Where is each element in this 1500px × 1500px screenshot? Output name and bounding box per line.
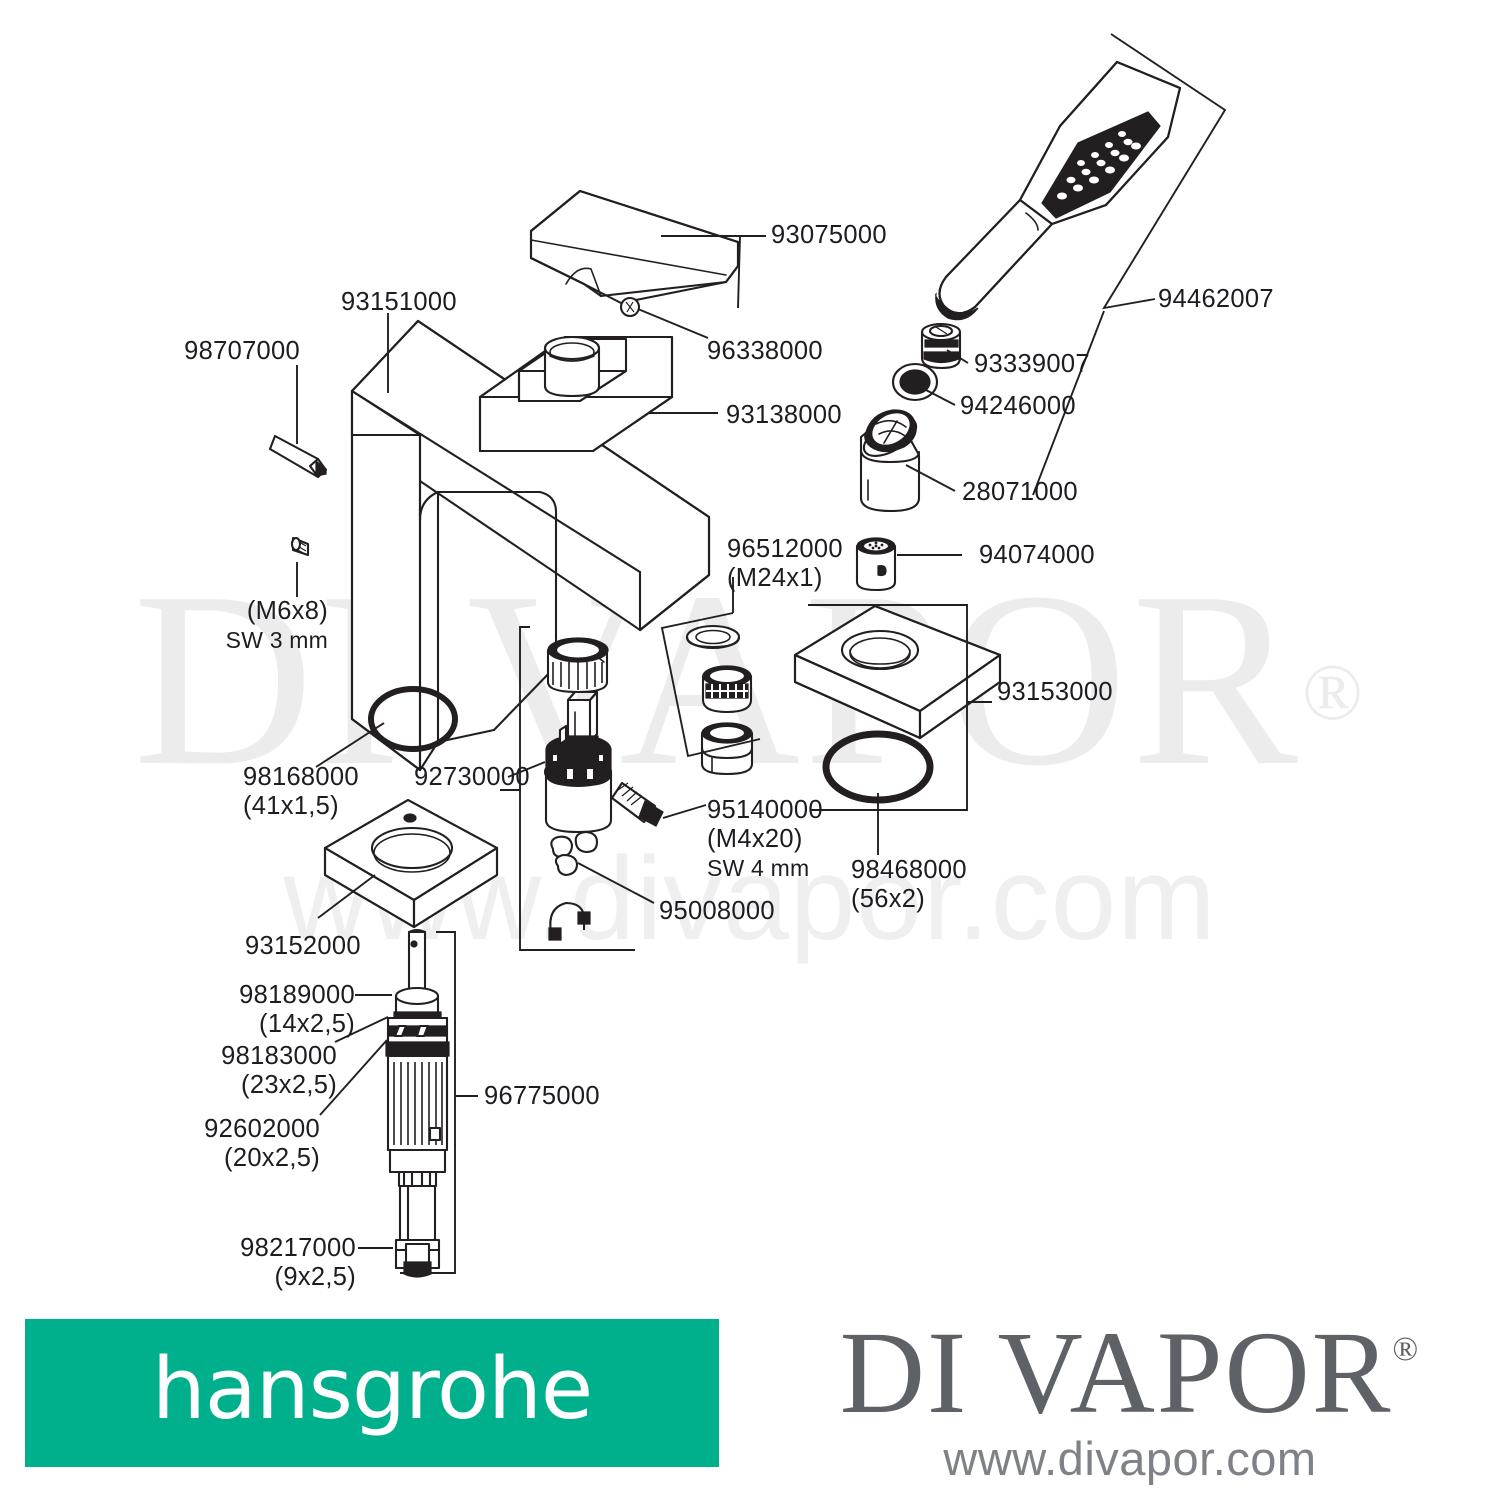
hansgrohe-wordmark: hansgrohe bbox=[151, 1339, 593, 1439]
part-94074000-filter bbox=[855, 537, 897, 592]
label-98468000: 98468000(56x2) bbox=[851, 856, 967, 913]
bracket-96775000 bbox=[400, 931, 456, 1274]
divapor-wordmark: DI VAPOR® bbox=[839, 1307, 1421, 1438]
label-93138000: 93138000 bbox=[726, 401, 842, 429]
leader-lines bbox=[296, 33, 1227, 1249]
label-98183000: 98183000(23x2,5) bbox=[221, 1042, 337, 1099]
divapor-url: www.divapor.com bbox=[943, 1431, 1317, 1485]
part-95008000-clips bbox=[548, 830, 599, 941]
label-95140000: 95140000(M4x20)SW 4 mm bbox=[707, 796, 823, 881]
part-93138000-escutcheon bbox=[478, 335, 674, 453]
label-98189000: 98189000(14x2,5) bbox=[239, 981, 355, 1038]
label-92730000: 92730000 bbox=[414, 763, 530, 791]
label-95008000: 95008000 bbox=[659, 897, 775, 925]
divapor-logo: DI VAPOR® www.divapor.com bbox=[760, 1311, 1500, 1486]
part-96775000-diverter bbox=[385, 928, 450, 1278]
part-95140000-screw bbox=[610, 781, 664, 827]
label-98707000: 98707000 bbox=[184, 337, 300, 365]
part-94246000-washer bbox=[891, 362, 939, 402]
label-96338000: 96338000 bbox=[707, 337, 823, 365]
label-94074000: 94074000 bbox=[979, 541, 1095, 569]
label-m6x8: (M6x8)SW 3 mm bbox=[225, 597, 328, 653]
part-93153000-cover-plate bbox=[793, 604, 1002, 740]
label-28071000: 28071000 bbox=[962, 478, 1078, 506]
part-94462007-hand-shower bbox=[935, 60, 1182, 321]
part-28071000-shower-elbow bbox=[859, 409, 921, 513]
label-98168000: 98168000(41x1,5) bbox=[243, 763, 359, 820]
part-m6x8-grub-screw bbox=[290, 536, 310, 557]
part-98168000-oring bbox=[368, 686, 458, 752]
bracket-92730000 bbox=[519, 626, 635, 951]
part-93339007-connector bbox=[920, 322, 962, 370]
label-93151000: 93151000 bbox=[341, 288, 457, 316]
bracket-93153000 bbox=[808, 604, 968, 811]
label-93339007: 93339007 bbox=[974, 350, 1090, 378]
label-93152000: 93152000 bbox=[245, 932, 361, 960]
label-94462007: 94462007 bbox=[1158, 285, 1274, 313]
part-93152000-base-plate bbox=[323, 798, 499, 929]
label-96512000: 96512000(M24x1) bbox=[727, 535, 843, 592]
hansgrohe-logo: hansgrohe bbox=[25, 1319, 719, 1467]
label-94246000: 94246000 bbox=[960, 392, 1076, 420]
part-98707000-pin bbox=[268, 434, 328, 479]
label-98217000: 98217000(9x2,5) bbox=[240, 1234, 356, 1291]
part-98468000-oring bbox=[822, 730, 934, 804]
footer-bar: hansgrohe DI VAPOR® www.divapor.com bbox=[0, 1311, 1500, 1500]
label-92602000: 92602000(20x2,5) bbox=[204, 1115, 320, 1172]
label-96775000: 96775000 bbox=[484, 1082, 600, 1110]
label-93075000: 93075000 bbox=[771, 221, 887, 249]
part-96512000-aerator bbox=[660, 612, 761, 776]
part-92730000-cartridge bbox=[543, 637, 613, 834]
label-93153000: 93153000 bbox=[997, 678, 1113, 706]
part-93075000-lever-handle bbox=[529, 189, 740, 318]
